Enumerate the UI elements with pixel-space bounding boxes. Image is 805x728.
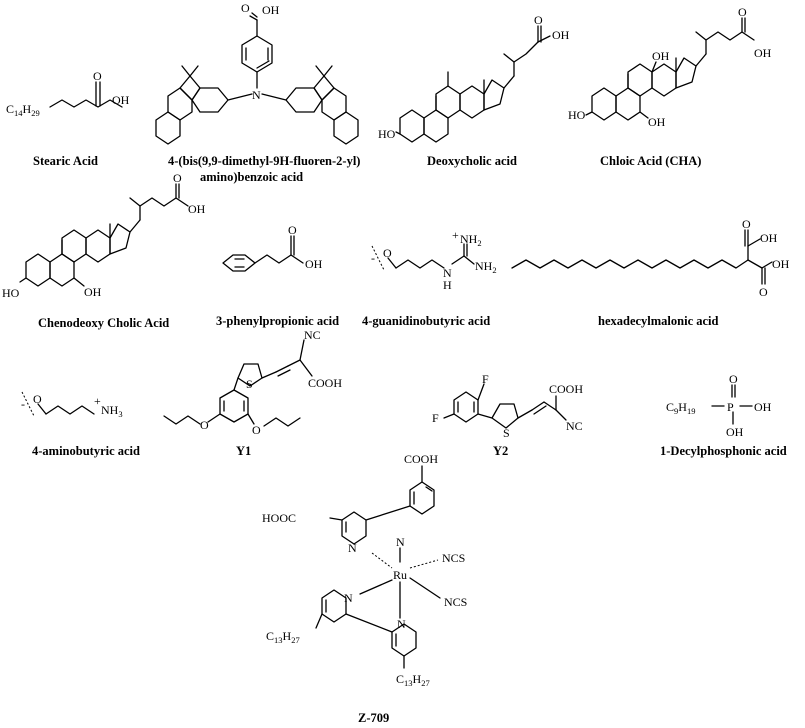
structure-fluorenyl-benzoic-acid: OH O N 4-(bis(9,9-dimethyl-9H-fluoren-2-… [155, 1, 360, 184]
gba-n-label: N [443, 266, 452, 280]
z709-alkyl-left: C13H27 [266, 629, 300, 645]
dpa-oh-bottom: OH [726, 425, 744, 439]
dpa-c-atom: C9H19 [666, 400, 695, 416]
aba-o-label: O [33, 392, 42, 406]
caption-fluorenyl-line1: 4-(bis(9,9-dimethyl-9H-fluoren-2-yl) [168, 154, 360, 168]
fluorenyl-n-label: N [252, 88, 261, 102]
structure-cholic-acid: OH O HO OH OH Chloic Acid (CHA) [568, 5, 772, 168]
deoxycholic-oh-label: OH [552, 28, 570, 42]
caption-z709: Z-709 [358, 711, 389, 725]
caption-y1: Y1 [236, 444, 251, 458]
structure-aminobutyric-acid: O - + NH3 4-aminobutyric acid [21, 391, 140, 458]
stearic-o-label: O [93, 69, 102, 83]
structure-y1: NC COOH S O O Y1 [163, 328, 342, 458]
y2-cooh-label: COOH [549, 382, 583, 396]
gba-plus-charge: + [452, 228, 459, 242]
gba-nh2-top: NH2 [460, 232, 482, 248]
fluorenyl-oh-label: OH [262, 3, 280, 17]
gba-h-label: H [443, 278, 452, 292]
dpa-p-label: P [727, 400, 734, 414]
dpa-oh-right: OH [754, 400, 772, 414]
caption-ppa: 3-phenylpropionic acid [216, 314, 339, 328]
structure-decylphosphonic-acid: C9H19 P OH OH O 1-Decylphosphonic acid [660, 372, 787, 458]
caption-deoxycholic-acid: Deoxycholic acid [427, 154, 517, 168]
aba-plus-charge: + [94, 394, 101, 408]
gba-minus-charge: - [371, 251, 375, 265]
structure-hexadecylmalonic-acid: OH O OH O hexadecylmalonic acid [511, 217, 790, 328]
structure-z709: COOH HOOC N N Ru NCS NCS N N C13H27 C13H… [262, 452, 467, 725]
hdma-o-bottom: O [759, 285, 768, 299]
ppa-oh-label: OH [305, 257, 323, 271]
hdma-oh-top: OH [760, 231, 778, 245]
cha-oh-7-label: OH [648, 115, 666, 129]
caption-y2: Y2 [493, 444, 508, 458]
y1-o-left: O [200, 418, 209, 432]
caption-fluorenyl-line2: amino)benzoic acid [200, 170, 303, 184]
stearic-c-atom: C14H29 [6, 102, 40, 118]
z709-cooh-label: COOH [404, 452, 438, 466]
z709-n-upper-right: N [396, 535, 405, 549]
stearic-oh-label: OH [112, 93, 130, 107]
ppa-o-label: O [288, 223, 297, 237]
y2-f-top: F [482, 372, 489, 386]
gba-nh2-right: NH2 [475, 259, 497, 275]
z709-alkyl-right: C13H27 [396, 672, 430, 688]
cha-oh-12-label: OH [652, 49, 670, 63]
y1-nc-label: NC [304, 328, 321, 342]
z709-ncs-lower: NCS [444, 595, 467, 609]
fluorenyl-o-label: O [241, 1, 250, 15]
y1-cooh-label: COOH [308, 376, 342, 390]
structure-guanidinobutyric-acid: O - + NH2 NH2 H N 4-guanidinobutyric aci… [362, 228, 497, 328]
caption-stearic-acid: Stearic Acid [33, 154, 98, 168]
z709-ru-label: Ru [393, 568, 407, 582]
hdma-o-top: O [742, 217, 751, 231]
y1-o-right: O [252, 423, 261, 437]
deoxycholic-ho-label: HO [378, 127, 396, 141]
y2-f-left: F [432, 411, 439, 425]
structure-chenodeoxycholic-acid: OH O HO OH Chenodeoxy Cholic Acid [2, 171, 206, 330]
cdca-o-label: O [173, 171, 182, 185]
structure-stearic-acid: C14H29 OH O Stearic Acid [6, 69, 130, 168]
caption-cdca: Chenodeoxy Cholic Acid [38, 316, 169, 330]
deoxycholic-o-label: O [534, 13, 543, 27]
y1-s-label: S [246, 377, 253, 391]
z709-n-upper-left: N [348, 541, 357, 555]
caption-aba: 4-aminobutyric acid [32, 444, 140, 458]
structure-y2: COOH NC S F F Y2 [432, 372, 583, 458]
gba-o-label: O [383, 246, 392, 260]
cha-ho-label: HO [568, 108, 586, 122]
aba-minus-charge: - [21, 397, 25, 411]
structure-deoxycholic-acid: OH O HO Deoxycholic acid [378, 13, 570, 168]
cdca-oh-label: OH [188, 202, 206, 216]
y2-nc-label: NC [566, 419, 583, 433]
z709-ncs-upper: NCS [442, 551, 465, 565]
caption-cha: Chloic Acid (CHA) [600, 154, 701, 168]
caption-hdma: hexadecylmalonic acid [598, 314, 719, 328]
structure-phenylpropionic-acid: OH O 3-phenylpropionic acid [216, 223, 339, 328]
caption-gba: 4-guanidinobutyric acid [362, 314, 490, 328]
cdca-ho-label: HO [2, 286, 20, 300]
cha-oh-label: OH [754, 46, 772, 60]
cha-o-label: O [738, 5, 747, 19]
caption-dpa: 1-Decylphosphonic acid [660, 444, 787, 458]
z709-n-lower-left: N [344, 591, 353, 605]
z709-n-lower-right: N [397, 617, 406, 631]
aba-nh3-label: NH3 [101, 403, 123, 419]
hdma-oh-right: OH [772, 257, 790, 271]
dpa-o-top: O [729, 372, 738, 386]
cdca-oh-7-label: OH [84, 285, 102, 299]
y2-s-label: S [503, 426, 510, 440]
z709-hooc-label: HOOC [262, 511, 296, 525]
